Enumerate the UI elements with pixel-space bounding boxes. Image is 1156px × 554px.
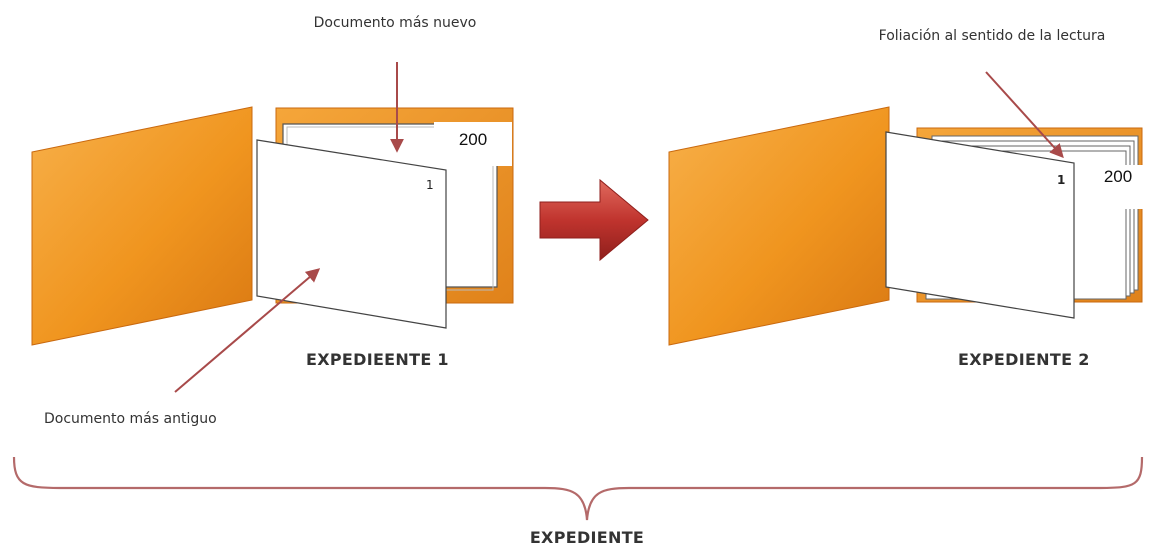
transition-arrow xyxy=(539,178,649,262)
oldest-doc-label: Documento más antiguo xyxy=(44,411,217,427)
arrow-foliation xyxy=(985,71,1064,159)
folder-1-front-cover xyxy=(31,106,253,346)
folder-1-first-folio: 1 xyxy=(426,178,434,192)
arrow-oldest-doc xyxy=(174,268,321,393)
newest-doc-label: Documento más nuevo xyxy=(313,15,477,31)
folder-1-open-document xyxy=(256,139,447,329)
folder-2-front-cover xyxy=(668,106,890,346)
folder-2-title: EXPEDIENTE 2 xyxy=(958,350,1090,369)
folder-2-last-folio: 200 xyxy=(1080,165,1156,209)
folder-1-last-folio: 200 xyxy=(434,122,512,166)
folder-2-open-document xyxy=(885,131,1075,319)
foliation-label: Foliación al sentido de la lectura xyxy=(878,28,1106,44)
folder-2-first-folio: 1 xyxy=(1057,173,1066,187)
expediente-group-label: EXPEDIENTE xyxy=(529,528,645,547)
expediente-brace xyxy=(12,456,1144,521)
folder-2 xyxy=(668,106,1143,346)
folder-1-title: EXPEDIEENTE 1 xyxy=(306,350,449,369)
